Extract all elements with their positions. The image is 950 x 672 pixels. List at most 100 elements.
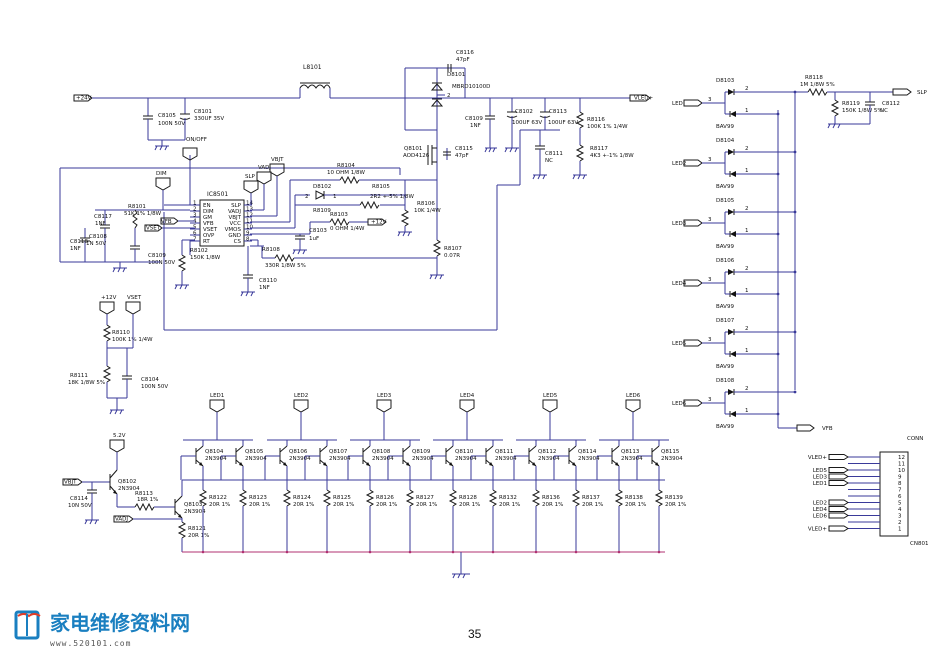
ic-pin-num: 8: [246, 237, 250, 243]
net-vfb-b-label: VFB: [822, 426, 833, 432]
d8101-ref: D8101: [447, 72, 465, 78]
r8117-ref: R8117: [590, 146, 608, 152]
connector-pin-num: 4: [898, 507, 902, 513]
c8111-ref: C8111: [545, 151, 563, 157]
c8114-val: 10N 50V: [68, 503, 92, 509]
diode-ref: D8103: [716, 78, 735, 84]
connector-net-flag: [828, 480, 849, 486]
r8118-ref: R8118: [805, 75, 823, 81]
r8110-ref: R8110: [112, 330, 130, 336]
resistor-ref: R8123: [249, 495, 267, 501]
r8106-val: 10K 1/4W: [414, 208, 441, 214]
c8103-ref: C8103: [309, 228, 327, 234]
emitter-resistor: [531, 489, 541, 507]
ic-pin-num: 9: [246, 231, 250, 237]
r8102-val: 150K 1/8W: [190, 255, 221, 261]
ic-pin-num: 1: [193, 201, 197, 207]
connector-net-flag: [828, 506, 849, 512]
c8112-ref: C8112: [882, 101, 900, 107]
c8113-val: 100UF 63V: [548, 120, 578, 126]
resistor-ref: R8136: [542, 495, 560, 501]
pin-3: 3: [708, 337, 712, 343]
r8111-ref: R8111: [70, 373, 88, 379]
ic-pin-num: 2: [193, 207, 197, 213]
r8108-ref: R8108: [262, 247, 280, 253]
transistor-ref: Q8110: [455, 449, 474, 455]
q8103-ref: Q8103: [184, 502, 203, 508]
transistor-type: 2N3904: [372, 456, 394, 462]
r8103-ref: R8103: [330, 212, 348, 218]
emitter-resistor: [282, 489, 292, 507]
c8105-ref: C8105: [158, 113, 176, 119]
pin-3: 3: [708, 397, 712, 403]
pin-3: 3: [708, 277, 712, 283]
net-vled-label: VLED+: [634, 96, 654, 102]
r8107-val: 0.07R: [444, 253, 460, 259]
r8121-ref: R8121: [188, 526, 206, 532]
transistor-type: 2N3904: [578, 456, 600, 462]
net-vbjt-b-label: VBJT: [64, 480, 77, 486]
c8108-val: 1N 50V: [86, 241, 106, 247]
resistor-val: 20R 1%: [209, 502, 230, 508]
resistor-val: 20R 1%: [333, 502, 354, 508]
connector-net-label: VLED+: [808, 527, 828, 533]
mosfet-q8101: Q8101 AOD4126 C8115 47pF R8107 0.07R: [403, 98, 473, 280]
net-flag-24v: [73, 94, 93, 102]
ic-pin-num: 11: [246, 219, 253, 225]
transistor-type: 2N3904: [661, 456, 683, 462]
net-flag-slp: [243, 180, 259, 194]
ic-pin-vset: VSET: [203, 227, 218, 233]
transistor-ref: Q8109: [412, 449, 431, 455]
net-flag-led-top: [293, 399, 309, 413]
r8107-ref: R8107: [444, 246, 462, 252]
connector-net-label: LED1: [813, 481, 827, 487]
q8102-ref: Q8102: [118, 479, 136, 485]
net-flag-led: [683, 279, 703, 287]
ic-pin-cs: CS: [234, 239, 242, 245]
c8117-val: 1NF: [95, 221, 106, 227]
resistor-val: 20R 1%: [416, 502, 437, 508]
ic-pin-num: 6: [193, 231, 197, 237]
c8115-val: 47pF: [455, 153, 469, 159]
transistor-type: 2N3904: [455, 456, 477, 462]
connector-net-label: LED4: [813, 507, 828, 513]
net-slp-label: SLP: [245, 174, 256, 180]
diode-label: BAV99: [716, 244, 734, 250]
net-flag-vset-b: [125, 301, 141, 315]
ic-pin-num: 12: [246, 213, 253, 219]
net-flag-12v: [367, 218, 387, 226]
led-net-label: LED6: [672, 401, 687, 407]
ic-ref: IC8501: [207, 191, 228, 198]
net-12v-label: +12V: [371, 220, 387, 226]
diode-label: BAV99: [716, 364, 734, 370]
diode-label: BAV99: [716, 304, 734, 310]
pin-3: 3: [708, 217, 712, 223]
r8105-ref: R8105: [372, 184, 390, 190]
pin-2: 2: [745, 146, 749, 152]
ic-pin-num: 14: [246, 201, 253, 207]
c8105-val: 100N 50V: [158, 121, 185, 127]
transistor-type: 2N3904: [205, 456, 227, 462]
d8102-ref: D8102: [313, 184, 331, 190]
ic-pin-rt: RT: [203, 239, 210, 245]
watermark-logo: 家电维修资料网 www.520101.com: [14, 610, 190, 648]
c8116-ref: C8116: [456, 50, 474, 56]
resistor-val: 20R 1%: [376, 502, 397, 508]
net-flag-led: [683, 399, 703, 407]
transistor-type: 2N3904: [538, 456, 560, 462]
emitter-resistor: [322, 489, 332, 507]
resistor-ref: R8139: [665, 495, 683, 501]
connector-pin-num: 7: [898, 488, 902, 494]
c8104-ref: C8104: [141, 377, 159, 383]
emitter-resistor: [571, 489, 581, 507]
net-vadj-b-label: VADJ: [115, 517, 128, 523]
connector-net-flag: [828, 473, 849, 480]
transistor-ref: Q8115: [661, 449, 680, 455]
transistor-ref: Q8107: [329, 449, 348, 455]
d8101-val: MBRD10100D: [452, 84, 490, 90]
c8102-ref: C8102: [515, 109, 533, 115]
transistor-ref: Q8111: [495, 449, 513, 455]
d8101-pin2: 2: [447, 93, 451, 99]
c8109b-ref: C8109: [148, 253, 166, 259]
r8121-val: 20R 1%: [188, 533, 209, 539]
